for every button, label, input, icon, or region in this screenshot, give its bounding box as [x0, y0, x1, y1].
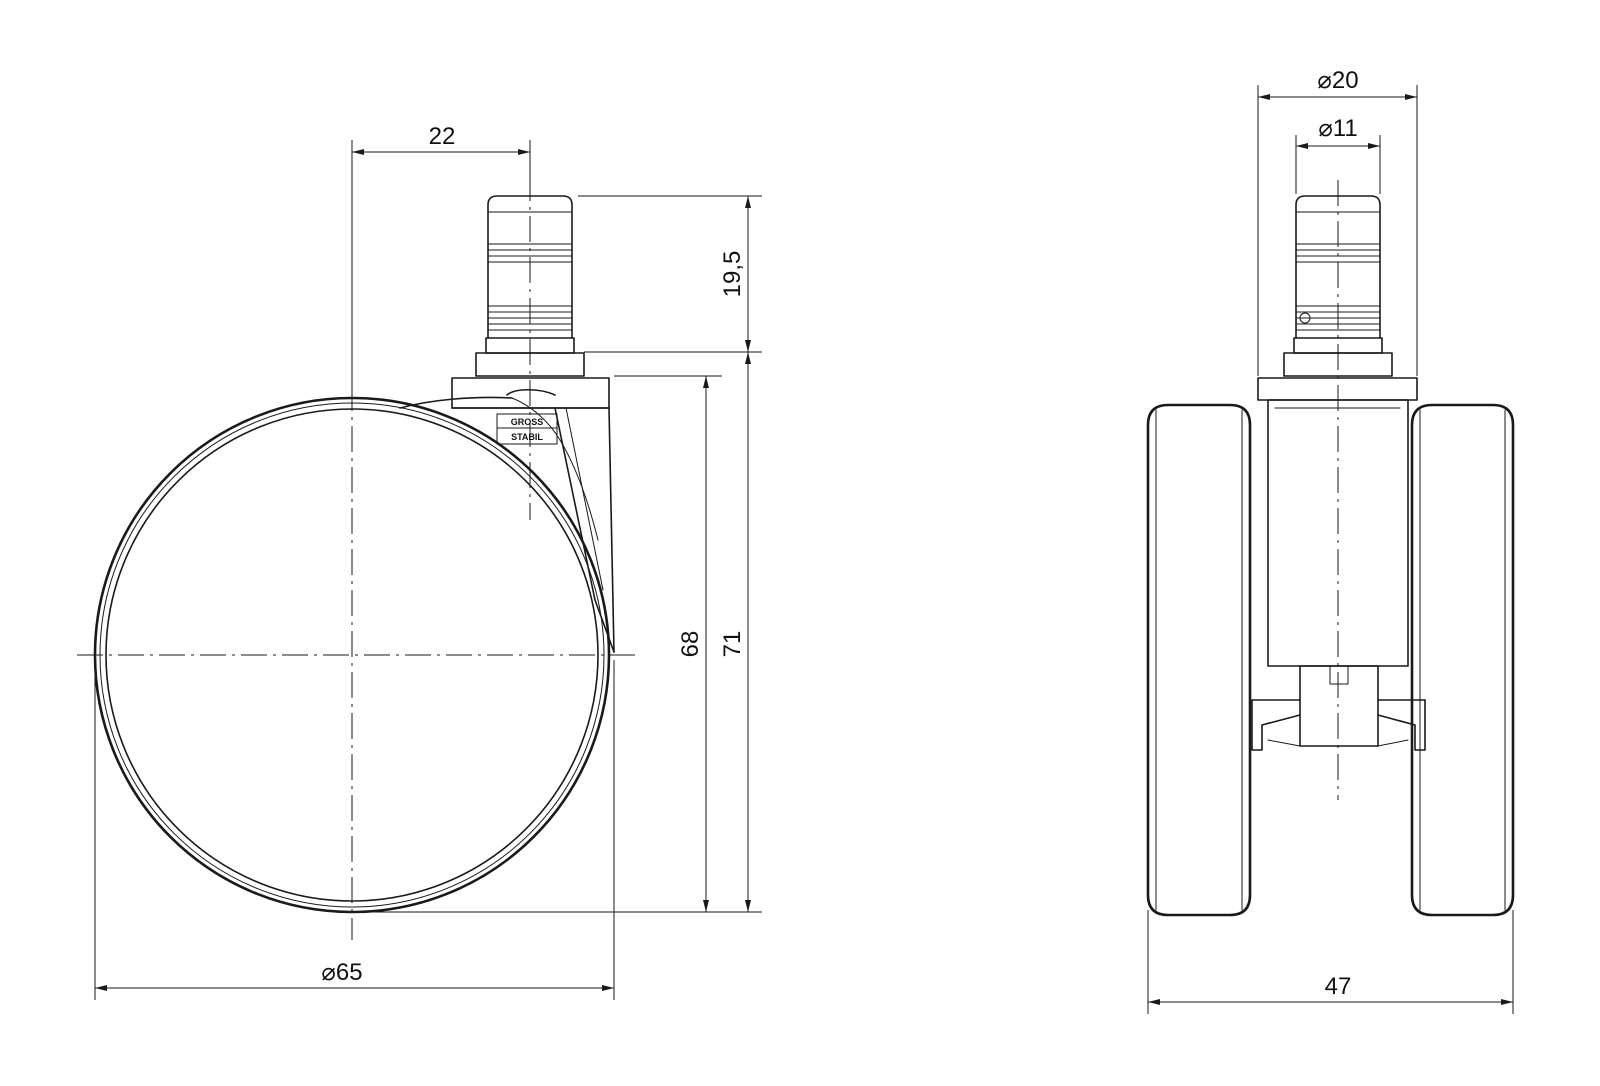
dim-collar-diameter-label: ⌀20: [1317, 67, 1358, 94]
front-wheel-right: [1410, 403, 1515, 917]
dim-stem-height-label: 19,5: [719, 251, 746, 298]
dim-total-width-label: 47: [1325, 973, 1352, 1000]
front-view: ⌀20 ⌀11 47: [1146, 67, 1515, 1014]
dim-wheel-height-label: 68: [677, 631, 704, 658]
side-center-lines: [77, 175, 635, 940]
front-wheel-left: [1146, 403, 1252, 917]
side-dimension-lines: [95, 149, 751, 991]
dim-stem-diameter-label: ⌀11: [1318, 115, 1357, 142]
svg-text:GROSS: GROSS: [511, 417, 544, 427]
side-fork: [399, 377, 615, 653]
dim-total-height-label: 71: [719, 631, 746, 658]
side-extension-lines: [94, 140, 762, 1000]
dim-wheel-diameter-label: ⌀65: [321, 959, 362, 986]
front-dimension-lines: [1148, 94, 1513, 1005]
svg-text:STABIL: STABIL: [511, 432, 543, 442]
side-view: GROSS STABIL: [77, 123, 762, 1000]
gross-stabil-logo: GROSS STABIL: [496, 413, 558, 445]
front-extension-lines: [1147, 85, 1514, 1014]
dim-offset-label: 22: [429, 123, 456, 150]
